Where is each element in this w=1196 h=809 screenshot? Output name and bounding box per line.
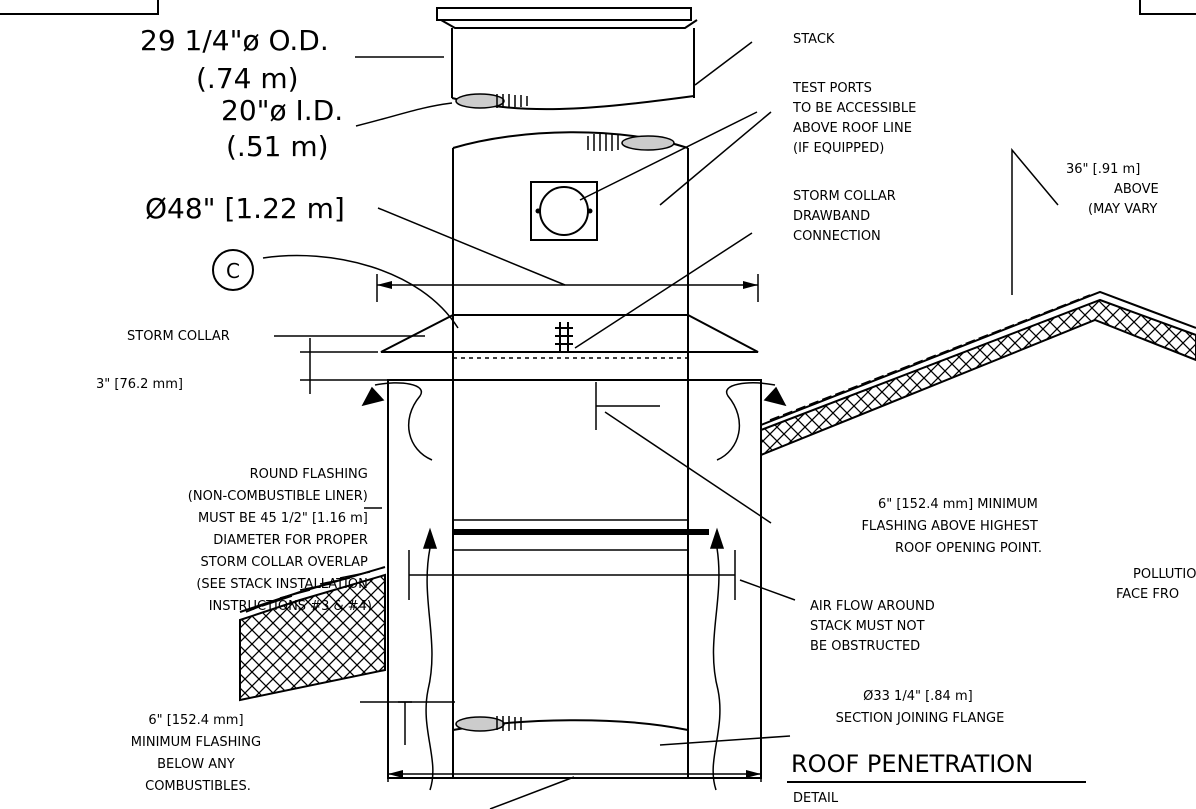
stack-od-metric: (.74 m) [196, 62, 299, 95]
lower-top-break-hatch [587, 134, 675, 151]
collar-diameter-label: Ø48" [1.22 m] [145, 192, 345, 225]
air-flow-arrows [361, 382, 787, 791]
drawing-subtitle: DETAIL [793, 791, 839, 806]
roof-left [239, 566, 386, 702]
stack-label: STACK [793, 32, 835, 47]
stack-od-label: 29 1/4"ø O.D. [140, 24, 329, 57]
min-below-dimension [398, 701, 412, 745]
drawband-note: STORM COLLAR DRAWBAND CONNECTION [793, 189, 900, 244]
flange-note: Ø33 1/4" [.84 m] SECTION JOINING FLANGE [836, 689, 1005, 726]
round-flashing [387, 379, 762, 779]
drawband-connection [555, 322, 573, 352]
test-ports-note: TEST PORTS TO BE ACCESSIBLE ABOVE ROOF L… [792, 81, 920, 156]
stack-id-metric: (.51 m) [226, 130, 329, 163]
min-above-dimension [595, 382, 660, 430]
stack-cap [436, 7, 698, 29]
border-box-top-left [0, 0, 159, 15]
storm-collar-shape [380, 314, 759, 359]
pollution-note: POLLUTIO FACE FRO [1116, 567, 1196, 602]
min-above-note: 6" [152.4 mm] MINIMUM FLASHING ABOVE HIG… [861, 497, 1042, 556]
air-flow-note: AIR FLOW AROUND STACK MUST NOT BE OBSTRU… [810, 599, 939, 654]
leader-lines [262, 41, 1059, 746]
callout-c-label: C [226, 259, 240, 283]
section-joining-flange [408, 519, 736, 600]
bottom-break-hatch [452, 716, 689, 732]
collar-diameter-dimension [376, 274, 759, 302]
stack-id-label: 20"ø I.D. [221, 94, 343, 127]
stack-walls [452, 148, 689, 778]
callout-circle-c [212, 249, 254, 291]
storm-collar-label: STORM COLLAR [127, 329, 230, 344]
upper-stack-section [451, 28, 695, 98]
roof-right [760, 290, 1196, 457]
upper-break-hatch [455, 93, 528, 109]
test-port [530, 181, 598, 241]
flashing-diameter-dimension [387, 750, 762, 809]
drawing-title: ROOF PENETRATION [791, 750, 1033, 778]
round-flashing-note: ROUND FLASHING (NON-COMBUSTIBLE LINER) M… [188, 467, 372, 614]
above-roof-note: 36" [.91 m] ABOVE (MAY VARY [1066, 162, 1163, 217]
gap-label: 3" [76.2 mm] [96, 377, 183, 392]
min-below-note: 6" [152.4 mm] MINIMUM FLASHING BELOW ANY… [131, 713, 265, 794]
gap-dimension [300, 338, 388, 394]
border-box-top-right [1139, 0, 1196, 15]
